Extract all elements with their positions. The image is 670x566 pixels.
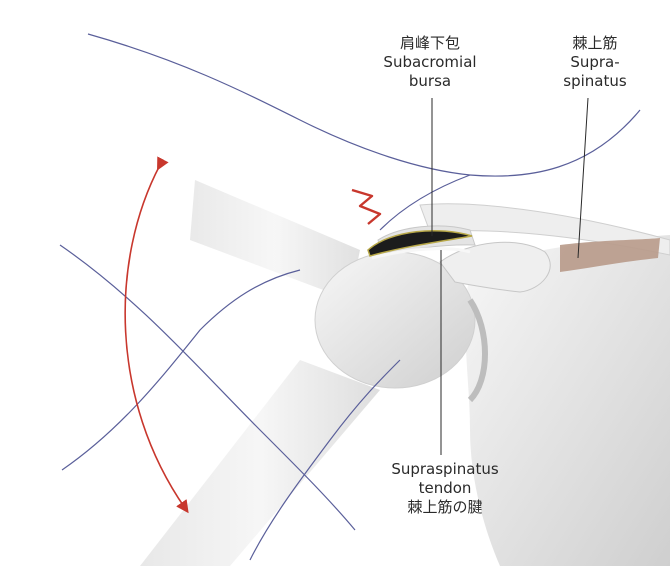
- impingement-icon: [351, 188, 382, 225]
- leader-supraspinatus: [577, 97, 589, 259]
- label-tendon-jp: 棘上筋の腱: [407, 498, 483, 516]
- supraspinatus-muscle: [560, 238, 660, 272]
- raised-humerus-shaft: [190, 180, 360, 300]
- label-supraspinatus-en2: spinatus: [563, 72, 627, 90]
- glenoid: [467, 298, 488, 403]
- label-bursa-en1: Subacromial: [383, 53, 477, 71]
- scapula: [465, 235, 670, 566]
- body-outline-shoulder: [249, 359, 401, 561]
- subacromial-bursa: [367, 229, 473, 257]
- label-bursa-en2: bursa: [408, 72, 452, 90]
- label-subacromial-bursa: 肩峰下包 Subacromial bursa: [370, 34, 490, 91]
- label-tendon-en1: Supraspinatus: [391, 460, 499, 478]
- coracoid-process: [439, 241, 551, 293]
- label-supraspinatus: 棘上筋 Supra- spinatus: [540, 34, 650, 91]
- label-bursa-jp: 肩峰下包: [399, 34, 460, 52]
- label-supraspinatus-en1: Supra-: [570, 53, 620, 71]
- humerus-shaft: [140, 360, 380, 566]
- supraspinatus-tendon: [371, 247, 471, 260]
- label-supraspinatus-tendon: Supraspinatus tendon 棘上筋の腱: [370, 460, 520, 517]
- body-outline-top: [87, 33, 641, 177]
- range-of-motion-arrow: [124, 156, 189, 514]
- label-supraspinatus-jp: 棘上筋: [572, 34, 618, 52]
- label-tendon-en2: tendon: [418, 479, 472, 497]
- body-outline-arm-lower: [61, 269, 301, 471]
- body-outline-torso: [379, 174, 471, 231]
- body-outline-arm-upper: [59, 244, 356, 531]
